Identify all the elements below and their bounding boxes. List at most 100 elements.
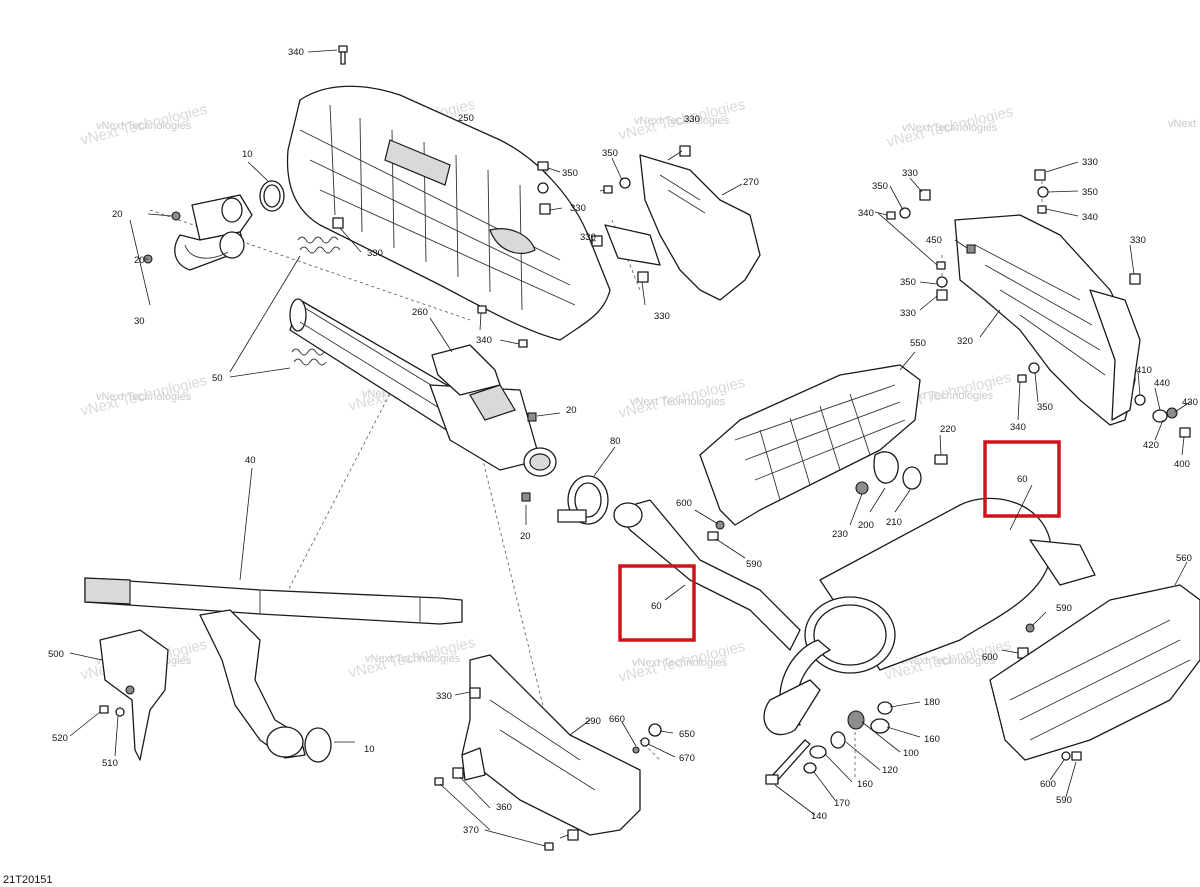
diagram-code: 21T20151 [3, 874, 53, 886]
callout-340: 340 [1010, 422, 1026, 433]
heat-shield-320 [954, 214, 1141, 426]
callout-330: 330 [1130, 235, 1146, 246]
mount-bracket [855, 451, 948, 495]
nut-360 [567, 829, 579, 841]
callout-180: 180 [924, 697, 940, 708]
heat-shield-550 [699, 364, 921, 526]
callout-660: 660 [609, 714, 625, 725]
nut-20 [527, 412, 537, 422]
callout-340: 340 [476, 335, 492, 346]
watermark: vNext Technologies [898, 390, 994, 402]
bracket-500 [99, 629, 169, 761]
callout-600: 600 [982, 652, 998, 663]
bolt-590 [1071, 751, 1082, 761]
callout-330: 330 [436, 691, 452, 702]
callout-370: 370 [463, 825, 479, 836]
callout-230: 230 [832, 529, 848, 540]
callout-270: 270 [743, 177, 759, 188]
callout-590: 590 [1056, 603, 1072, 614]
nut-660 [632, 746, 640, 754]
callout-20: 20 [134, 255, 145, 266]
bolt-370 [544, 842, 554, 851]
watermark: vNext Technologies [632, 657, 728, 669]
callout-40: 40 [245, 455, 256, 466]
bolt-520 [99, 705, 109, 714]
assembly-line [477, 439, 556, 756]
clamp-80 [557, 475, 609, 525]
assembly-line [639, 739, 661, 761]
watermark: vNext Technologies [900, 655, 996, 667]
callout-160: 160 [924, 734, 940, 745]
heat-shield-290 [461, 654, 641, 836]
muffler [779, 497, 1096, 726]
callout-labels: 340 250 10 20 20 30 330 350 330 330 50 2… [48, 47, 1198, 836]
callout-420: 420 [1143, 440, 1159, 451]
tailpipe-40 [84, 577, 463, 763]
cap-650 [648, 723, 662, 737]
callout-10: 10 [364, 744, 375, 755]
callout-430: 430 [1182, 397, 1198, 408]
callout-320: 320 [957, 336, 973, 347]
callout-20: 20 [112, 209, 123, 220]
callout-350: 350 [1082, 187, 1098, 198]
callout-510: 510 [102, 758, 118, 769]
callout-80: 80 [610, 436, 621, 447]
callout-50: 50 [212, 373, 223, 384]
callout-350: 350 [562, 168, 578, 179]
callout-520: 520 [52, 733, 68, 744]
highlight-box-60 [618, 564, 696, 642]
callout-290: 290 [585, 716, 601, 727]
callout-410: 410 [1136, 365, 1152, 376]
callout-500: 500 [48, 649, 64, 660]
callout-30: 30 [134, 316, 145, 327]
watermark: vNext Technologies [96, 120, 192, 132]
callout-450: 450 [926, 235, 942, 246]
callout-330: 330 [367, 248, 383, 259]
callout-350: 350 [602, 148, 618, 159]
watermark: vNext Technologies [365, 653, 461, 665]
callout-670: 670 [679, 753, 695, 764]
washer-510 [115, 707, 125, 717]
callout-250: 250 [458, 113, 474, 124]
callout-220: 220 [940, 424, 956, 435]
callout-440: 440 [1154, 378, 1170, 389]
callout-330: 330 [902, 168, 918, 179]
watermark: vNext Technologies [902, 122, 998, 134]
callout-200: 200 [858, 520, 874, 531]
watermark: vNext Technologies [96, 391, 192, 403]
callout-330: 330 [684, 114, 700, 125]
fasteners-right-upper [886, 169, 1191, 438]
nut-360 [452, 767, 464, 779]
callout-590: 590 [746, 559, 762, 570]
elbow-pipe-30 [174, 194, 253, 271]
callout-600: 600 [1040, 779, 1056, 790]
callout-330: 330 [1082, 157, 1098, 168]
washer-670 [640, 737, 650, 747]
callout-340: 340 [858, 208, 874, 219]
nut-20 [521, 492, 531, 502]
callout-260: 260 [412, 307, 428, 318]
callout-330: 330 [570, 203, 586, 214]
callout-10: 10 [242, 149, 253, 160]
bolt-370 [434, 777, 444, 786]
callout-100: 100 [903, 748, 919, 759]
heat-shield-250 [286, 85, 611, 341]
bolt-340 [338, 45, 348, 65]
callout-560: 560 [1176, 553, 1192, 564]
assembly-line [279, 377, 399, 607]
callout-170: 170 [834, 798, 850, 809]
highlight-box-60 [983, 440, 1061, 518]
heat-shield-260 [431, 344, 501, 396]
fasteners-upper [332, 145, 691, 348]
callout-350: 350 [1037, 402, 1053, 413]
watermark: vNext [1168, 118, 1196, 130]
callout-60: 60 [651, 601, 662, 612]
callout-340: 340 [288, 47, 304, 58]
heat-shield-270 [604, 154, 761, 301]
callout-210: 210 [886, 517, 902, 528]
callout-330: 330 [654, 311, 670, 322]
callout-350: 350 [872, 181, 888, 192]
watermark: vNext Technologies [630, 396, 726, 408]
callout-400: 400 [1174, 459, 1190, 470]
